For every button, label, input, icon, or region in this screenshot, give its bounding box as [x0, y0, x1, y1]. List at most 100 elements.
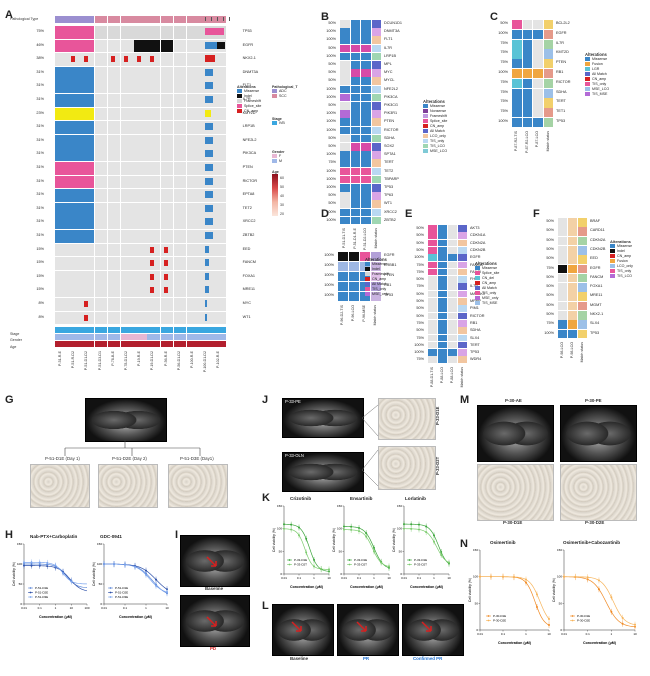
y-tick-label: 50 — [475, 601, 479, 605]
gene-label: PTEN — [384, 119, 395, 124]
gene-percent: 75% — [500, 99, 508, 104]
oncoprint-cell — [55, 257, 68, 270]
gene-percent: 100% — [326, 111, 336, 116]
legend-swatch — [475, 301, 480, 306]
panel-i-ct-pd — [180, 595, 250, 647]
gene-percent: 100% — [326, 37, 336, 42]
dose-response-curve — [103, 563, 168, 590]
oncoprint-cell — [371, 159, 382, 167]
x-tick-label: 0.01 — [21, 606, 27, 610]
legend-label: TIS_LCO — [617, 274, 632, 278]
gene-label: PIM1 — [470, 306, 479, 311]
oncoprint-cell — [107, 26, 121, 39]
x-tick-label: 1 — [373, 576, 375, 580]
panel-a-stage-label: Stage — [10, 332, 20, 336]
x-tick-label: 1 — [313, 576, 315, 580]
data-point — [350, 528, 353, 531]
panel-label-e: E — [405, 208, 413, 220]
data-point — [155, 578, 158, 581]
y-tick-label: 150 — [277, 504, 282, 508]
cn-amp-mark — [84, 314, 89, 321]
x-tick-label: 10 — [547, 632, 551, 636]
oncoprint-cell — [187, 94, 200, 107]
legend-item: SCC — [272, 94, 298, 99]
oncoprint-cell — [68, 148, 81, 162]
path-type-cell — [147, 16, 160, 23]
legend-label: CN_amp — [482, 281, 497, 285]
sample-label: P-87-LCO — [535, 130, 539, 147]
oncoprint-cell — [568, 292, 578, 302]
cn-amp-mark — [150, 56, 155, 63]
oncoprint-cell — [134, 162, 147, 175]
oncoprint-cell — [458, 276, 468, 283]
gene-percent: 50% — [416, 226, 424, 230]
oncoprint-cell — [458, 225, 468, 232]
oncoprint-cell — [558, 329, 568, 339]
oncoprint-cell — [428, 327, 438, 334]
gene-label: EGFR — [590, 265, 601, 270]
oncoprint-cell — [160, 39, 174, 53]
path-type-cell — [94, 16, 108, 23]
oncoprint-cell — [187, 230, 200, 243]
panel-m-ct-pe — [560, 405, 637, 462]
gender-cell — [121, 334, 134, 341]
oncoprint-cell — [340, 85, 350, 94]
age-tick: 20 — [280, 212, 284, 216]
panel-m-d2e-label: P-30-D2E — [585, 520, 605, 525]
data-point — [305, 551, 308, 554]
frequency-bar — [205, 150, 213, 158]
panel-l-confirmed-label: Confirmed PR — [413, 656, 443, 661]
oncoprint-cell — [543, 108, 554, 118]
oncoprint-cell — [121, 311, 134, 325]
x-tick-label: 1 — [145, 606, 147, 610]
arrow-icon — [206, 616, 217, 627]
oncoprint-cell — [94, 216, 108, 230]
oncoprint-cell — [361, 93, 371, 102]
oncoprint-cell — [187, 189, 200, 202]
oncoprint-cell — [340, 208, 350, 217]
legend-marker — [29, 591, 32, 594]
gene-label: CDKN2A — [590, 237, 606, 242]
sample-label: P-78-B-E — [110, 351, 115, 366]
data-point — [358, 527, 360, 530]
age-cell — [160, 341, 174, 348]
oncoprint-cell — [173, 66, 187, 80]
legend-label: All Match — [592, 72, 607, 76]
oncoprint-cell — [371, 151, 382, 159]
frequency-bar — [205, 109, 211, 117]
frequency-bar — [205, 136, 213, 144]
oncoprint-cell — [522, 98, 533, 108]
legend-label: ADC — [279, 89, 287, 93]
legend-swatch — [237, 89, 242, 94]
data-point — [358, 530, 360, 533]
legend-item: CN_amp — [423, 124, 447, 129]
data-point — [145, 573, 147, 576]
oncoprint-cell — [533, 29, 543, 39]
panel-g-d1-label: P-51-D1E (Day 1) — [45, 456, 80, 461]
gender-cell — [68, 334, 81, 341]
legend-label: Frameshift — [430, 114, 447, 118]
sample-label: P-98-LCO — [560, 341, 564, 359]
gene-percent: 100% — [324, 293, 334, 297]
gene-label: CDKN2B — [470, 247, 486, 252]
oncoprint-cell — [361, 184, 371, 192]
oncoprint-cell — [187, 216, 200, 230]
legend-item: IVB — [279, 121, 285, 125]
oncoprint-cell — [134, 202, 147, 216]
oncoprint-cell — [578, 218, 588, 227]
data-point — [134, 565, 137, 568]
data-point — [343, 528, 345, 531]
oncoprint-cell — [438, 268, 448, 276]
oncoprint-cell — [147, 107, 160, 121]
sample-label: P-19-R-E — [137, 351, 142, 367]
oncoprint-cell — [428, 239, 438, 247]
oncoprint-cell — [361, 208, 371, 217]
data-point — [350, 525, 353, 528]
gene-label: NKX2-1 — [242, 56, 256, 61]
x-tick-label: 1 — [55, 606, 57, 610]
gene-percent: 50% — [546, 256, 554, 261]
oncoprint-cell — [458, 305, 468, 312]
y-axis-label: Cell viability (%) — [332, 528, 336, 552]
